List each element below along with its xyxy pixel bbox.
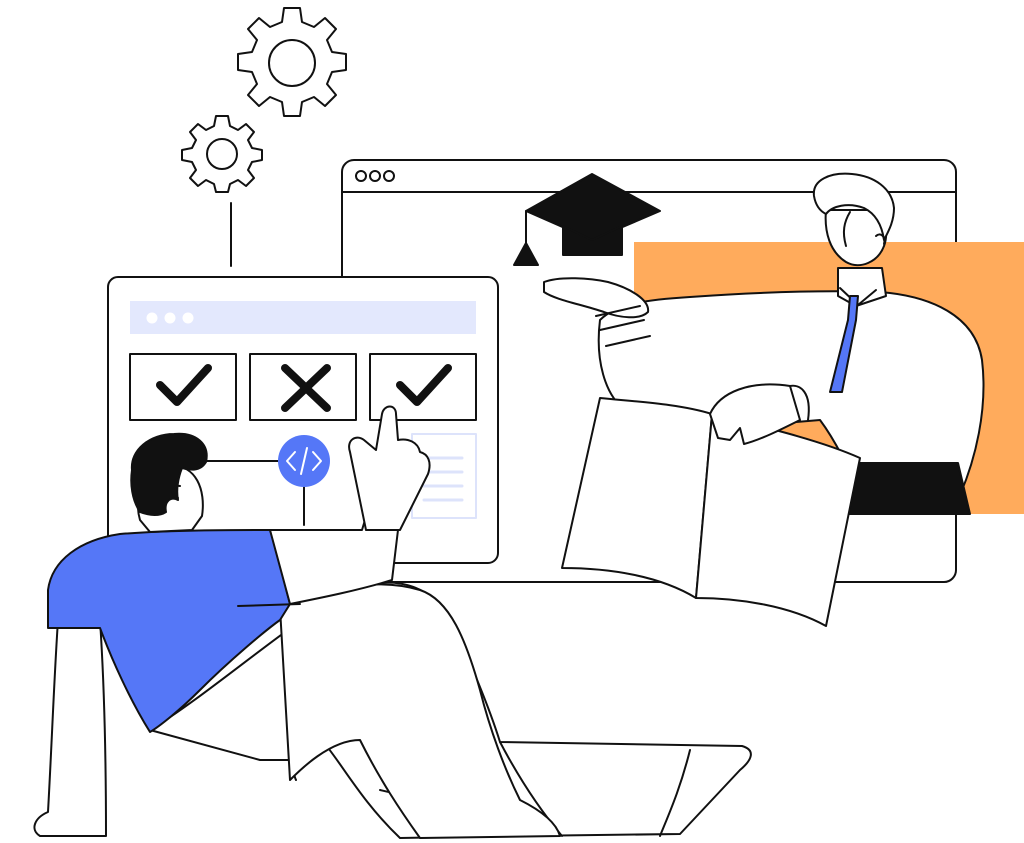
quiz-window-titlebar (130, 301, 476, 334)
open-book (561, 383, 861, 627)
answer-box-1[interactable] (129, 353, 237, 421)
student-arm (33, 619, 107, 837)
student-pointing-hand (348, 405, 431, 531)
window-dots-icon (146, 312, 194, 324)
student-figure (33, 405, 752, 839)
code-icon[interactable] (278, 435, 330, 487)
student-hair (130, 432, 208, 516)
gear-icon (237, 7, 347, 117)
student-shirt (47, 529, 291, 733)
check-icon (156, 364, 212, 406)
teacher-hand (543, 277, 650, 319)
cross-icon (281, 364, 331, 412)
teacher-fingers (709, 383, 801, 445)
graduation-cap-icon (513, 173, 661, 266)
window-dots-icon (355, 170, 395, 182)
gear-icon (181, 115, 263, 193)
check-icon (396, 364, 452, 406)
content-lines (422, 456, 464, 502)
teacher-tie (829, 295, 859, 393)
teacher-belt (845, 462, 971, 515)
